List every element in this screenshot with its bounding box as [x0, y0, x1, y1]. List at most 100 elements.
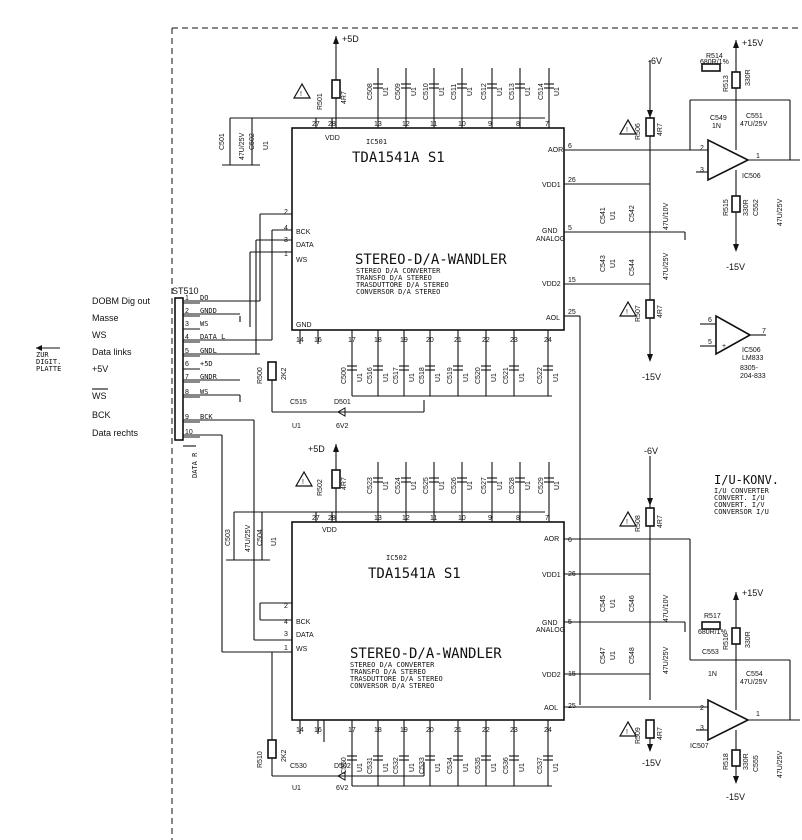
- ic-side-pin-num: 6: [568, 143, 572, 150]
- connector-pin: 5: [185, 348, 189, 355]
- ic501: IC501 TDA1541A S1 STEREO-D/A-WANDLER STE…: [291, 127, 565, 331]
- svg-text:CONVERT. I/U: CONVERT. I/U: [714, 494, 765, 502]
- ic-top-pin-num: 7: [545, 121, 549, 128]
- ic-top-pin-num: 7: [545, 515, 549, 522]
- ic-bottom-pin-num: 17: [348, 727, 356, 734]
- svg-text:C548: C548: [629, 647, 636, 664]
- svg-text:!: !: [626, 519, 628, 526]
- svg-text:C543: C543: [600, 255, 607, 272]
- svg-text:U1: U1: [610, 211, 617, 220]
- decoupling-cap-value: U1: [409, 763, 416, 772]
- decoupling-cap-label: C529: [538, 477, 545, 494]
- ic501-ref: IC501: [366, 138, 387, 146]
- svg-text:U1: U1: [271, 537, 278, 546]
- svg-text:C553: C553: [702, 649, 719, 656]
- svg-text:1: 1: [756, 153, 760, 160]
- connector-net-label: GNDD: [200, 307, 217, 315]
- svg-text:330R: 330R: [745, 631, 752, 648]
- decoupling-cap-label: C522: [537, 367, 544, 384]
- connector-side-label: Data rechts: [92, 428, 139, 438]
- connector-net-label: +5D: [200, 360, 213, 368]
- ic-top-pin-num: 10: [458, 515, 466, 522]
- svg-text:3: 3: [700, 167, 704, 174]
- svg-text:VDD2: VDD2: [542, 281, 561, 288]
- svg-text:C503: C503: [225, 529, 232, 546]
- ic-side-pin-num: 1: [284, 251, 288, 258]
- decoupling-cap-label: C535: [475, 757, 482, 774]
- svg-text:4R7: 4R7: [657, 727, 664, 740]
- decoupling-cap-label: C517: [393, 367, 400, 384]
- decoupling-cap-value: U1: [467, 87, 474, 96]
- decoupling-cap-label: C523: [367, 477, 374, 494]
- ic-top-pin-num: 9: [488, 121, 492, 128]
- decoupling-cap-value: U1: [383, 373, 390, 382]
- connector-pin: 8: [185, 389, 189, 396]
- svg-text:6: 6: [708, 317, 712, 324]
- ic-side-pin-num: 4: [284, 225, 288, 232]
- warning-icons: ! ! ! ! ! !: [292, 82, 638, 737]
- svg-text:C545: C545: [600, 595, 607, 612]
- svg-text:C515: C515: [290, 399, 307, 406]
- decoupling-cap-label: C524: [395, 477, 402, 494]
- connector-net-label: WS: [200, 320, 208, 328]
- svg-text:ANALOG: ANALOG: [536, 236, 565, 243]
- decoupling-cap-label: C531: [367, 757, 374, 774]
- ic506-opamp: [707, 138, 750, 182]
- svg-text:+: +: [722, 343, 726, 350]
- svg-text:47U/25V: 47U/25V: [239, 132, 246, 160]
- connector-side-label: Masse: [92, 313, 119, 323]
- svg-text:R510: R510: [257, 751, 264, 768]
- ic-bottom-pin-num: 24: [544, 337, 552, 344]
- svg-text:PLATTE: PLATTE: [36, 365, 61, 373]
- board-border: [171, 27, 800, 840]
- iu-block-title: I/U-KONV.: [714, 473, 779, 487]
- svg-text:I/U CONVERTER: I/U CONVERTER: [714, 487, 770, 495]
- decoupling-cap-label: C532: [393, 757, 400, 774]
- connector-side-label: +5V: [92, 364, 108, 374]
- svg-text:BCK: BCK: [296, 619, 311, 626]
- ic-top-pin-num: 10: [458, 121, 466, 128]
- svg-text:VDD1: VDD1: [542, 182, 561, 189]
- decoupling-cap-value: U1: [435, 763, 442, 772]
- ic-top-pin-num: 27: [312, 515, 320, 522]
- svg-text:4R7: 4R7: [657, 515, 664, 528]
- svg-text:C541: C541: [600, 207, 607, 224]
- ic-bottom-pin-num: 22: [482, 337, 490, 344]
- ic-bottom-pin-num: 24: [544, 727, 552, 734]
- svg-text:VDD1: VDD1: [542, 572, 561, 579]
- svg-text:GND: GND: [296, 322, 312, 329]
- svg-text:R502: R502: [317, 479, 324, 496]
- decoupling-cap-value: U1: [383, 763, 390, 772]
- svg-text:4R7: 4R7: [657, 305, 664, 318]
- connector-side-label: WS: [92, 391, 107, 401]
- svg-text:BCK: BCK: [296, 229, 311, 236]
- ic-bottom-pin-num: 19: [400, 727, 408, 734]
- svg-text:ZUR: ZUR: [36, 351, 49, 359]
- svg-text:ANALOG: ANALOG: [536, 627, 565, 634]
- decoupling-cap-value: U1: [519, 373, 526, 382]
- decoupling-cap-value: U1: [525, 481, 532, 490]
- svg-text:STEREO D/A CONVERTER: STEREO D/A CONVERTER: [356, 267, 441, 275]
- connector-side-label: BCK: [92, 410, 111, 420]
- ic-top-pin-num: 27: [312, 121, 320, 128]
- svg-text:330R: 330R: [743, 753, 750, 770]
- warning-icon: !: [618, 510, 638, 527]
- to-digital-board-arrow: ZUR DIGIT. PLATTE: [36, 345, 61, 373]
- svg-text:330R: 330R: [745, 69, 752, 86]
- svg-text:TRASDUTTORE D/A STEREO: TRASDUTTORE D/A STEREO: [356, 281, 449, 289]
- ic-top-pin-num: 11: [430, 121, 437, 128]
- svg-text:C547: C547: [600, 647, 607, 664]
- connector-net-label: DATA L: [200, 333, 225, 341]
- connector-pin: 9: [185, 414, 189, 421]
- svg-text:U1: U1: [292, 785, 301, 792]
- ic502: IC502 TDA1541A S1 STEREO-D/A-WANDLER STE…: [291, 521, 565, 721]
- svg-text:R507: R507: [635, 305, 642, 322]
- ic502-part: TDA1541A S1: [368, 566, 461, 582]
- svg-text:C546: C546: [629, 595, 636, 612]
- ic-top-pin-num: 9: [488, 515, 492, 522]
- svg-text:47U/25V: 47U/25V: [663, 646, 670, 674]
- decoupling-cap-label: C513: [509, 83, 516, 100]
- svg-text:D501: D501: [334, 399, 351, 406]
- ic-bottom-pin-num: 14: [296, 727, 304, 734]
